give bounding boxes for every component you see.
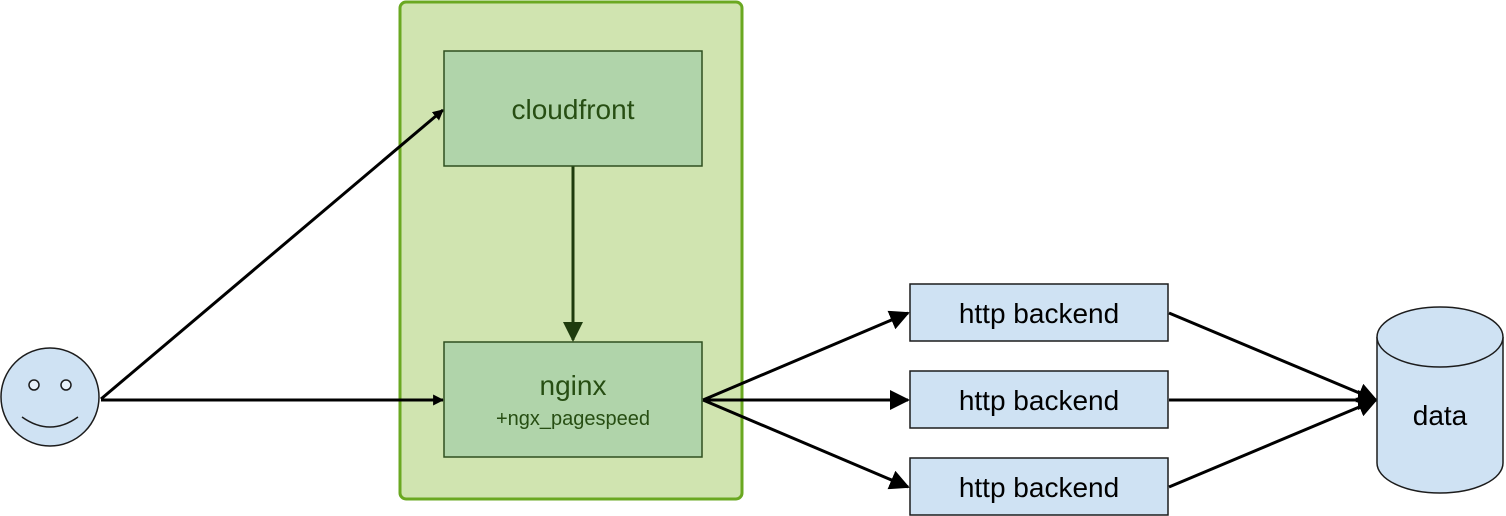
- cloudfront-node: cloudfront: [443, 50, 703, 167]
- smiley-face-icon: [0, 347, 100, 447]
- nginx-node: nginx +ngx_pagespeed: [443, 341, 703, 458]
- cloudfront-label: cloudfront: [512, 94, 635, 125]
- edge-backend-1-to-data: [1168, 311, 1378, 403]
- backend-node: http backend: [909, 283, 1169, 342]
- backend-label: http backend: [959, 472, 1119, 503]
- backend-node: http backend: [909, 457, 1169, 516]
- edge-backend-3-to-data: [1168, 397, 1378, 489]
- backend-node: http backend: [909, 370, 1169, 429]
- nginx-label: nginx: [540, 370, 607, 401]
- edge-nginx-to-backend-1: [702, 310, 910, 402]
- backend-label: http backend: [959, 385, 1119, 416]
- edges: [100, 108, 1378, 490]
- nginx-sublabel: +ngx_pagespeed: [496, 408, 650, 430]
- backend-label: http backend: [959, 298, 1119, 329]
- edge-user-to-cloudfront: [100, 108, 444, 401]
- edge-nginx-to-backend-3: [702, 398, 910, 490]
- data-label: data: [1413, 400, 1468, 431]
- database-cylinder-icon: data: [1376, 306, 1504, 494]
